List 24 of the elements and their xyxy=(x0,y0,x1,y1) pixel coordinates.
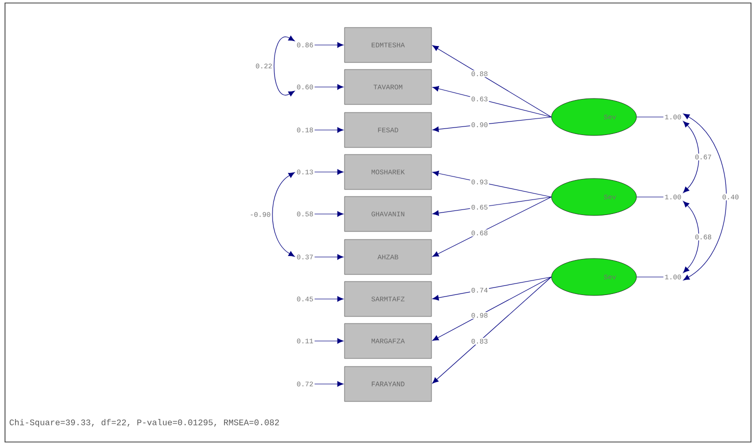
arrow xyxy=(432,86,552,118)
arrow xyxy=(314,169,344,175)
arrow xyxy=(432,276,552,384)
arrow xyxy=(432,196,552,257)
fit-statistics: Chi-Square=39.33, df=22, P-value=0.01295, RMSEA=0.082 xyxy=(10,419,279,427)
arrow xyxy=(274,36,295,96)
arrow xyxy=(314,338,344,344)
arrow xyxy=(683,114,727,280)
arrow xyxy=(314,254,344,260)
arrow xyxy=(314,42,344,48)
arrow xyxy=(314,127,344,133)
arrow xyxy=(314,381,344,387)
arrow xyxy=(432,170,552,198)
arrow xyxy=(314,296,344,302)
arrow xyxy=(272,172,295,257)
arrow xyxy=(432,276,552,300)
arrow xyxy=(432,45,552,118)
arrow xyxy=(683,201,700,273)
arrow xyxy=(432,116,552,132)
arrow xyxy=(432,276,552,341)
arrow xyxy=(432,196,552,216)
arrow xyxy=(683,121,700,193)
arrow xyxy=(314,84,344,90)
arrow xyxy=(314,211,344,217)
